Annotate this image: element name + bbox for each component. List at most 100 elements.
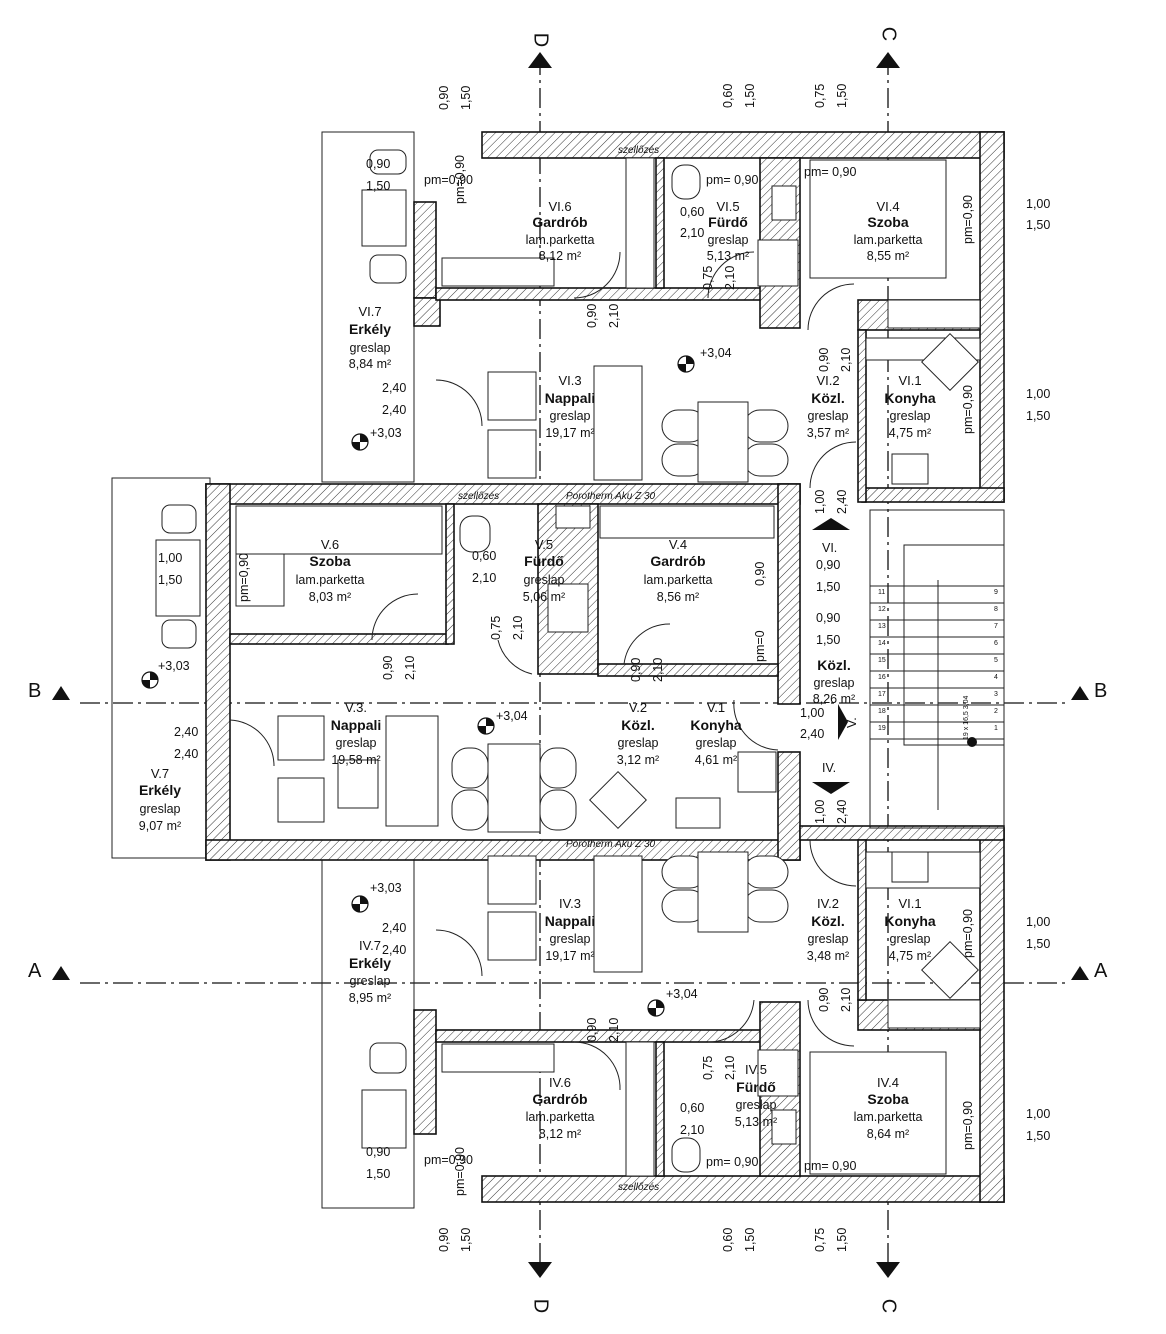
dim-v4-door-b: 2,10	[651, 658, 665, 682]
level-text-bottom: +3,04	[666, 987, 698, 1001]
room-floor: greslap	[708, 233, 749, 247]
room-name: Közl.	[811, 913, 844, 929]
level-marker-middle: +3,04	[477, 709, 528, 735]
dim-bottom-2b: 1,50	[743, 1228, 757, 1252]
furniture	[235, 157, 981, 1177]
dim-bottom-3b: 1,50	[835, 1228, 849, 1252]
dim-pm-vi6: pm=0,90	[424, 173, 473, 187]
dim-iv5-door-b: 2,10	[723, 1056, 737, 1080]
room-vi5: VI.5 Fürdő greslap 5,13 m²	[707, 199, 749, 263]
room-number: IV.5	[745, 1062, 767, 1077]
dim-pm-v4: pm=0	[753, 630, 767, 662]
stair-step-right-4: 6	[994, 640, 998, 647]
room-iv4: IV.4 Szoba lam.parketta 8,64 m²	[854, 1075, 923, 1141]
dim-v7-door-b: 2,40	[174, 747, 198, 761]
dim-iv6-door-b: 2,10	[607, 1018, 621, 1042]
room-name: Fürdő	[736, 1079, 776, 1095]
axis-label-c-bottom: C	[878, 1299, 900, 1313]
room-iv1: VI.1 Konyha greslap 4,75 m²	[884, 896, 936, 963]
dim-bottom-2a: 0,60	[721, 1228, 735, 1252]
dim-iv5-window-b: 2,10	[680, 1123, 704, 1137]
dim-iv7-window-a: 0,90	[366, 1145, 390, 1159]
room-vi1: VI.1 Konyha greslap 4,75 m²	[884, 373, 936, 440]
dim-vi-entry-a: 1,00	[813, 490, 827, 514]
room-number: IV.4	[877, 1075, 899, 1090]
room-floor: greslap	[890, 409, 931, 423]
room-number: VI.1	[898, 896, 921, 911]
axis-marker-b-left: B	[28, 680, 70, 702]
dim-vi2-door-a: 0,90	[817, 348, 831, 372]
dim-pm-vi1: pm=0,90	[961, 385, 975, 434]
dim-iv5-window-a: 0,60	[680, 1101, 704, 1115]
dim-vi1-window-a: 1,00	[1026, 387, 1050, 401]
dim-bottom-3a: 0,75	[813, 1228, 827, 1252]
axis-label-b-left: B	[28, 680, 41, 702]
level-marker-top: +3,04	[677, 346, 732, 373]
dim-v5-door-b: 2,10	[511, 616, 525, 640]
room-number: V.4	[669, 537, 687, 552]
room-floor: greslap	[550, 409, 591, 423]
room-iv7: IV.7 Erkély greslap 8,95 m²	[349, 938, 391, 1005]
dim-v-entry-a: 1,00	[800, 706, 824, 720]
room-floor: greslap	[814, 676, 855, 690]
dim-iv7-window-b: 1,50	[366, 1167, 390, 1181]
room-name: Szoba	[309, 553, 350, 569]
dim-vi5-window-b: 2,10	[680, 226, 704, 240]
room-number: VI.4	[876, 199, 899, 214]
room-floor: lam.parketta	[526, 233, 595, 247]
dim-iv7-door-a: 2,40	[382, 921, 406, 935]
room-name: Gardrób	[650, 553, 705, 569]
room-floor: greslap	[808, 932, 849, 946]
dim-v5-window-b: 2,10	[472, 571, 496, 585]
room-number: VI.6	[548, 199, 571, 214]
room-area: 8,56 m²	[657, 590, 699, 604]
stair-step-left-3: 13	[878, 623, 886, 630]
level-text-middle-balcony: +3,03	[158, 659, 190, 673]
walls	[205, 131, 1005, 1203]
room-floor: lam.parketta	[644, 573, 713, 587]
stair-level-mid: V.	[845, 717, 859, 728]
axis-label-d-bottom: D	[530, 1299, 552, 1313]
dim-vi2-door-b: 2,10	[839, 348, 853, 372]
dim-v6-window-a: 1,00	[158, 551, 182, 565]
room-area: 4,61 m²	[695, 753, 737, 767]
room-v7: V.7 Erkély greslap 9,07 m²	[139, 766, 181, 833]
dim-pm-v6: pm=0,90	[237, 553, 251, 602]
dim-top-2a: 0,60	[721, 84, 735, 108]
room-v2: V.2 Közl. greslap 3,12 m²	[617, 700, 659, 767]
room-number: V.3.	[345, 700, 367, 715]
room-number: VI.5	[716, 199, 739, 214]
dim-bottom-1a: 0,90	[437, 1228, 451, 1252]
note-wall-type-lower: Porotherm Aku Z 30	[566, 839, 656, 850]
room-number: V.6	[321, 537, 339, 552]
room-area: 19,17 m²	[545, 949, 594, 963]
room-stair-hall: Közl. greslap 8,26 m²	[813, 657, 855, 706]
room-name: Közl.	[621, 717, 654, 733]
dim-iv2-door-a: 0,90	[817, 988, 831, 1012]
dim-top-3a: 0,75	[813, 84, 827, 108]
stair-step-left-4: 14	[878, 640, 886, 647]
level-text-bottom-balcony: +3,03	[370, 881, 402, 895]
dim-pm-iv6-vert: pm=0,90	[453, 1147, 467, 1196]
room-number: V.7	[151, 766, 169, 781]
stair-step-right-5: 5	[994, 657, 998, 664]
axis-label-a-left: A	[28, 960, 42, 982]
dim-iv-entry-a: 1,00	[813, 800, 827, 824]
room-name: Nappali	[545, 913, 596, 929]
room-number: IV.3	[559, 896, 581, 911]
room-area: 8,03 m²	[309, 590, 351, 604]
dim-vi7-window-b: 1,50	[366, 179, 390, 193]
room-iv3: IV.3 Nappali greslap 19,17 m²	[545, 896, 596, 963]
dim-v7-door-a: 2,40	[174, 725, 198, 739]
axis-marker-d-top: D	[528, 33, 552, 68]
room-floor: greslap	[524, 573, 565, 587]
axis-marker-a-right: A	[1071, 960, 1108, 982]
room-name: Közl.	[811, 390, 844, 406]
room-number: V.5	[535, 537, 553, 552]
note-ventilation-bottom: szellőzés	[618, 1182, 659, 1193]
dim-v4-window-a: 0,90	[816, 558, 840, 572]
room-number: IV.7	[359, 938, 381, 953]
room-floor: greslap	[696, 736, 737, 750]
level-marker-middle-balcony: +3,03	[141, 659, 190, 689]
